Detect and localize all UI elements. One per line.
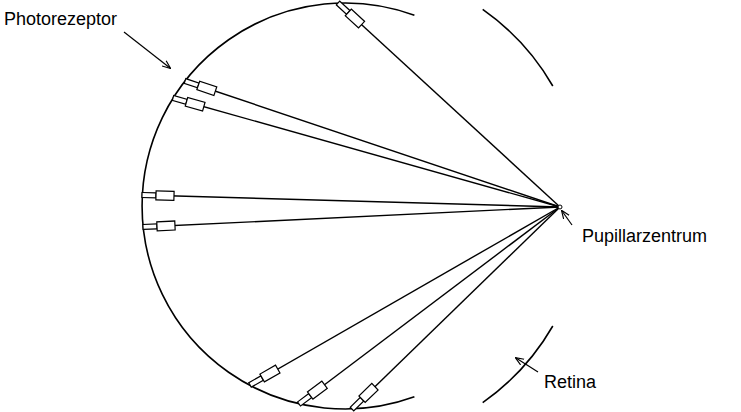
retina-arc	[483, 9, 553, 86]
leader-arrows	[124, 32, 572, 372]
part-label: Retina	[544, 372, 596, 394]
retina-arc	[483, 326, 553, 403]
part-label: Pupillarzentrum	[582, 226, 707, 248]
photoreceptors	[142, 0, 378, 412]
pupil-center-dot	[558, 205, 562, 209]
light-rays	[142, 3, 560, 409]
part-label: Photorezeptor	[4, 9, 117, 31]
